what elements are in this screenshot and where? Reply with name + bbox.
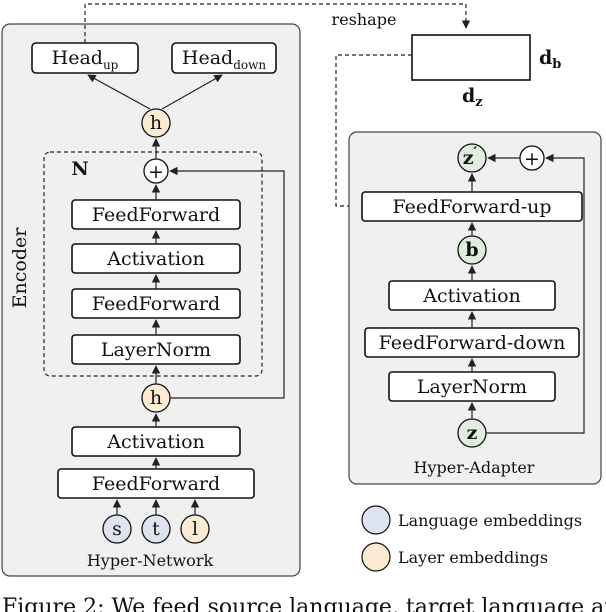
n-repeat-block [43, 151, 263, 377]
n-label: N [71, 158, 88, 180]
weight-matrix-box [411, 34, 531, 81]
legend-language-swatch [361, 505, 391, 535]
h-top-label: h [150, 112, 162, 134]
hyper-adapter-title: Hyper-Adapter [414, 458, 535, 477]
legend-layer-label: Layer embeddings [398, 548, 548, 567]
z-prime-label: z′ [463, 145, 478, 169]
activation-inner-label: Activation [106, 248, 205, 270]
encoder-side-label: Encoder [9, 227, 31, 309]
legend-layer-swatch [361, 542, 391, 572]
head-down-label: Headdown [182, 47, 266, 72]
matrix-to-adapter-arrow [335, 54, 412, 211]
input-l-label: l [192, 518, 198, 540]
adapter-activation-label: Activation [422, 285, 521, 307]
figure-caption: Figure 2: We feed source language, targe… [2, 595, 606, 612]
head-down-box [171, 42, 277, 74]
ff-bottom-label: FeedForward [92, 473, 220, 495]
h-mid-label: h [150, 387, 162, 409]
d-b-label: db [539, 47, 561, 72]
residual-plus-label: + [148, 161, 164, 183]
h-top-node [141, 108, 171, 138]
adapter-layernorm-label: LayerNorm [417, 376, 527, 398]
input-t-label: t [152, 518, 160, 540]
residual-skip-arrow [169, 166, 285, 399]
reshape-label: reshape [332, 10, 397, 29]
z-prime-node [457, 143, 487, 173]
z-label: z [467, 422, 478, 444]
input-s-label: s [112, 518, 122, 540]
head-up-label: Headup [52, 47, 119, 72]
hyper-network-title: Hyper-Network [87, 551, 214, 570]
ff-mid-label: FeedForward [92, 293, 220, 315]
adapter-plus-label: + [524, 148, 540, 170]
ff-down-label: FeedForward-down [379, 332, 566, 354]
ff-up-label: FeedForward-up [392, 196, 551, 218]
ff-top-label: FeedForward [92, 204, 220, 226]
adapter-residual-arrow [486, 153, 585, 434]
activation-outer-label: Activation [106, 431, 205, 453]
d-z-label: dz [462, 85, 483, 110]
arrow-h-to-head-up [87, 74, 151, 110]
layernorm-label: LayerNorm [101, 339, 211, 361]
b-label: b [465, 239, 478, 261]
legend-language-label: Language embeddings [398, 511, 582, 530]
arrow-h-to-head-down [161, 74, 223, 110]
